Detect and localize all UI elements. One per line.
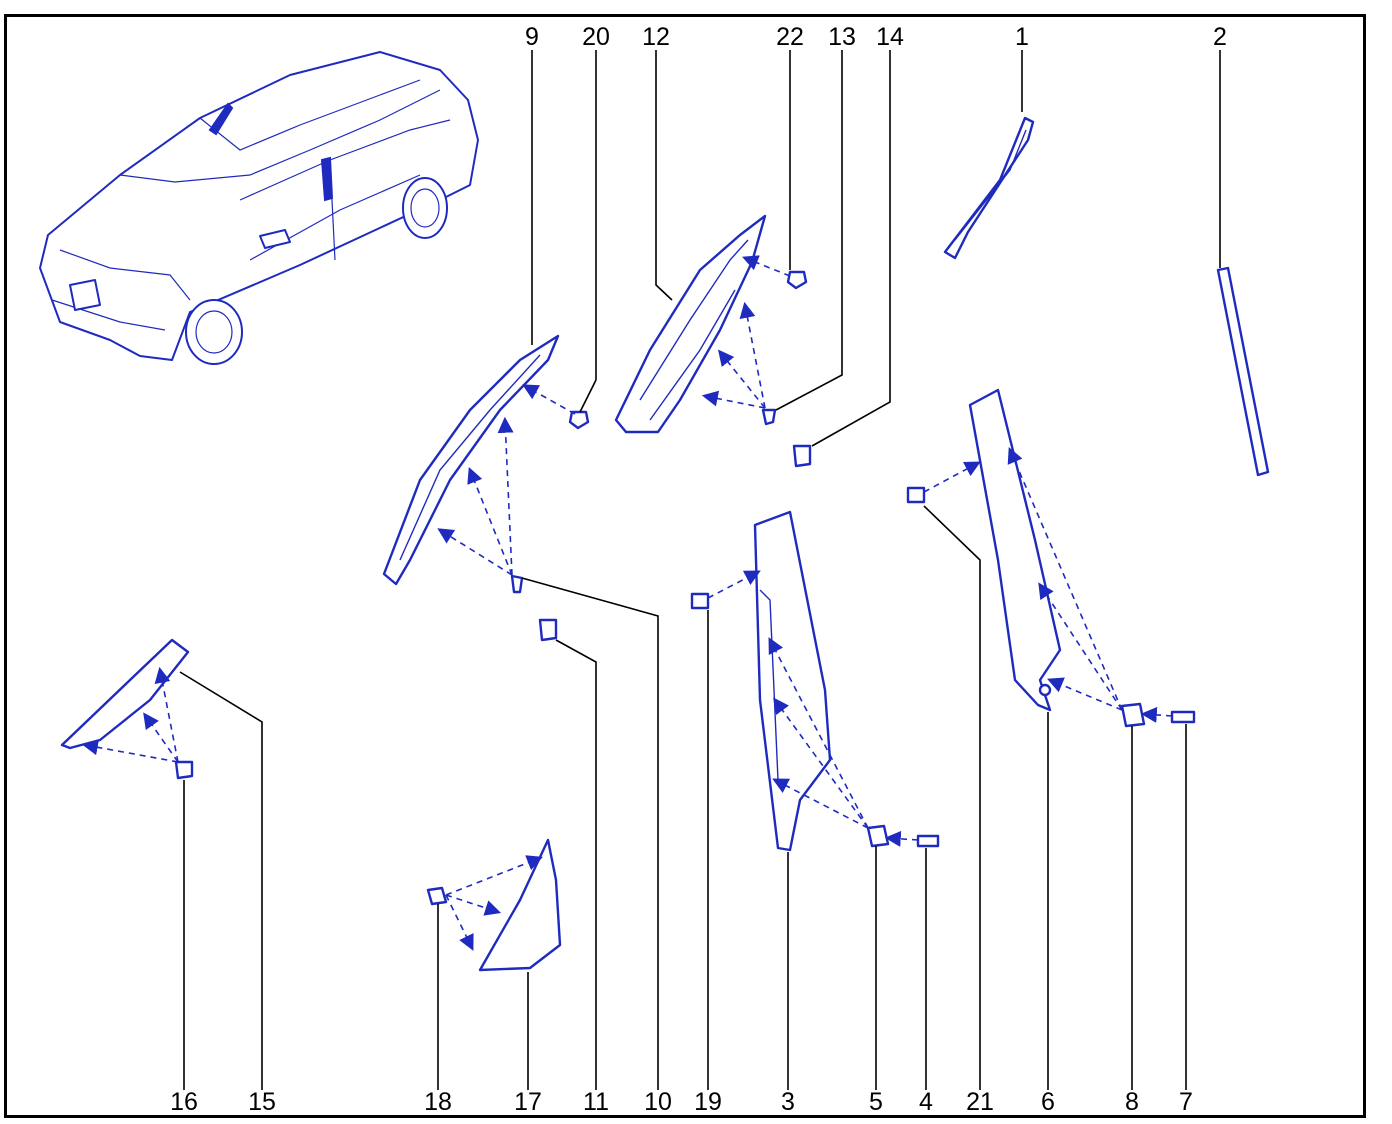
callout-21: 21 [966, 1088, 994, 1116]
part-15-trim [60, 638, 190, 750]
callout-19: 19 [694, 1088, 722, 1116]
callout-11: 11 [583, 1088, 609, 1116]
part-12-trim [614, 214, 767, 434]
top-callouts: 9 20 12 22 13 14 1 2 [525, 23, 1227, 51]
part-17-trim [478, 838, 562, 972]
callout-12: 12 [642, 23, 670, 51]
part-18-clip [426, 886, 448, 906]
part-6-pillar-trim [968, 388, 1062, 712]
part-14-clip [792, 444, 812, 468]
part-22-clip [786, 270, 808, 290]
callout-13: 13 [828, 23, 856, 51]
part-7-screw [1170, 710, 1196, 724]
part-19-nut [690, 592, 710, 610]
part-4-screw [916, 834, 940, 848]
part-2-strip [1216, 266, 1270, 477]
callout-17: 17 [514, 1088, 542, 1116]
part-11-clip [538, 618, 558, 642]
callout-14: 14 [876, 23, 904, 51]
callout-9: 9 [525, 23, 539, 51]
diagram-frame [4, 14, 1366, 1118]
vehicle-illustration [39, 51, 479, 365]
bottom-callouts: 16 15 18 17 11 10 19 3 5 4 21 6 8 7 [170, 1088, 1193, 1116]
assembly-arrows [81, 255, 1173, 951]
callout-6: 6 [1041, 1088, 1055, 1116]
callout-15: 15 [248, 1088, 276, 1116]
part-9-trim [382, 334, 560, 586]
part-3-pillar-trim [753, 510, 832, 852]
callout-10: 10 [644, 1088, 672, 1116]
callout-2: 2 [1213, 23, 1227, 51]
callout-18: 18 [424, 1088, 452, 1116]
callout-5: 5 [869, 1088, 883, 1116]
callout-16: 16 [170, 1088, 198, 1116]
part-20-clip [568, 410, 590, 430]
callout-22: 22 [776, 23, 804, 51]
leader-lines [179, 50, 1221, 1090]
part-5-clip [866, 824, 890, 848]
callout-8: 8 [1125, 1088, 1139, 1116]
part-16-clip [174, 760, 194, 780]
part-10-clip [510, 574, 524, 594]
fastener-parts [174, 270, 1196, 906]
part-13-clip [761, 408, 777, 426]
callout-4: 4 [919, 1088, 933, 1116]
callout-1: 1 [1015, 23, 1029, 51]
callout-7: 7 [1179, 1088, 1193, 1116]
part-21-nut [906, 486, 926, 504]
part-1-strip [943, 116, 1035, 260]
callout-3: 3 [781, 1088, 795, 1116]
part-8-clip [1120, 702, 1146, 728]
callout-20: 20 [582, 23, 610, 51]
